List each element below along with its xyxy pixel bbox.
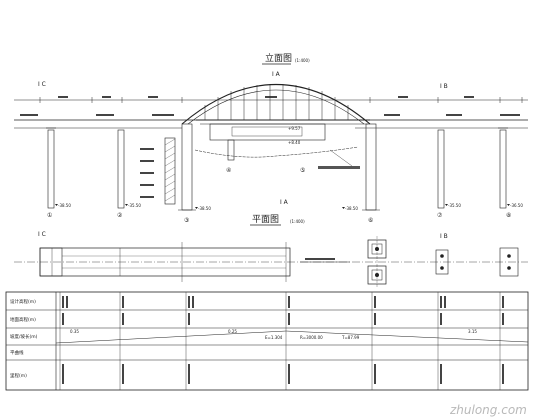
- svg-text:⑦: ⑦: [437, 212, 443, 219]
- watermark: zhulong.com: [449, 403, 527, 417]
- ground-line: [194, 146, 359, 158]
- svg-text:0.35: 0.35: [70, 329, 79, 334]
- deck-level-markers: [20, 114, 520, 116]
- left-abutment: [164, 137, 176, 205]
- mid-level-upper: +9.57: [288, 126, 301, 131]
- svg-text:②: ②: [117, 212, 123, 219]
- girder-inner-box: [231, 126, 303, 137]
- plan-right-section-label: I B: [440, 233, 448, 240]
- grade-values: 0.35 0.25 3.15: [70, 329, 477, 334]
- svg-text:设计高程(m): 设计高程(m): [10, 298, 36, 305]
- svg-text:E=1.304: E=1.304: [265, 335, 283, 340]
- svg-text:④: ④: [226, 167, 231, 174]
- geology-layer-notes: [140, 148, 154, 198]
- annotation-note: [318, 166, 360, 169]
- pier-plan-detail-3: [499, 247, 519, 277]
- svg-text:-38.50: -38.50: [345, 206, 358, 211]
- annotation-leader: [329, 149, 353, 167]
- plan-left-abutment: [39, 247, 63, 277]
- svg-text:R=3000.00: R=3000.00: [300, 335, 323, 340]
- rotated-value-marks: [62, 296, 504, 384]
- svg-text:-35.50: -35.50: [128, 203, 141, 208]
- elevation-section-bottom-label: I A: [280, 199, 289, 206]
- grade-line-2: [285, 330, 529, 343]
- svg-text:-36.50: -36.50: [510, 203, 523, 208]
- plan-scale: (1:400): [290, 219, 305, 224]
- pier-plan-detail-1: [367, 236, 387, 288]
- plan-pier-lines: [119, 242, 287, 282]
- svg-text:-38.50: -38.50: [198, 206, 211, 211]
- elevation-scale: (1:400): [295, 58, 310, 63]
- elevation-right-section-label: I B: [440, 83, 448, 90]
- plan-title: 平面图: [252, 214, 279, 225]
- pier-numbers: ① ② ③ ④ ⑤ ⑥ ⑦ ⑧: [47, 167, 511, 224]
- pier-plan-detail-2: [435, 249, 449, 275]
- station-ticks: [59, 292, 501, 390]
- svg-text:⑤: ⑤: [300, 167, 305, 174]
- svg-text:坡度/坡长(m): 坡度/坡长(m): [10, 333, 38, 340]
- elevation-title: 立面图: [265, 52, 292, 64]
- profile-table: 设计高程(m) 地面高程(m) 坡度/坡长(m) 平曲线 里程(m) 0.35 …: [5, 291, 529, 391]
- curve-values: R=3000.00 T=87.99 E=1.304: [265, 335, 360, 340]
- svg-text:地面高程(m): 地面高程(m): [10, 316, 36, 323]
- piers: [46, 123, 508, 211]
- dimension-texts: [58, 96, 474, 98]
- svg-text:平曲线: 平曲线: [10, 349, 24, 356]
- svg-text:里程(m): 里程(m): [10, 372, 27, 379]
- mid-level-lower: +8.40: [288, 140, 301, 145]
- svg-text:-38.50: -38.50: [58, 203, 71, 208]
- plan-centerline-note: [305, 258, 335, 260]
- profile-row-labels: 设计高程(m) 地面高程(m) 坡度/坡长(m) 平曲线 里程(m): [10, 298, 38, 379]
- svg-text:-35.50: -35.50: [448, 203, 461, 208]
- svg-text:⑧: ⑧: [506, 212, 511, 219]
- plan-view: 平面图 (1:400) I C I B: [14, 214, 528, 288]
- pile-tip-arrows: [55, 204, 510, 209]
- watermark-text: zhulong.com: [449, 403, 527, 417]
- arch-hangers: [204, 84, 349, 120]
- svg-text:3.15: 3.15: [468, 329, 477, 334]
- plan-left-section-label: I C: [38, 231, 46, 238]
- arch-rib-outer: [181, 83, 371, 125]
- svg-text:⑥: ⑥: [368, 217, 373, 224]
- arch-rib-inner: [187, 89, 365, 125]
- main-girder-box: [209, 123, 326, 141]
- dimension-ticks: [39, 97, 523, 103]
- pile-tip-levels: -38.50 -35.50 -38.50 -38.50 -35.50 -36.5…: [58, 203, 523, 211]
- svg-text:T=87.99: T=87.99: [341, 335, 360, 340]
- elevation-view: 立面图 (1:400) I A I C I B I A: [14, 52, 528, 224]
- svg-text:0.25: 0.25: [228, 329, 237, 334]
- svg-text:③: ③: [184, 217, 189, 224]
- elevation-section-top-label: I A: [272, 71, 281, 78]
- elevation-left-section-label: I C: [38, 81, 46, 88]
- svg-text:①: ①: [47, 212, 52, 219]
- grade-line: [55, 330, 287, 344]
- left-abutment-hatch: [164, 138, 176, 202]
